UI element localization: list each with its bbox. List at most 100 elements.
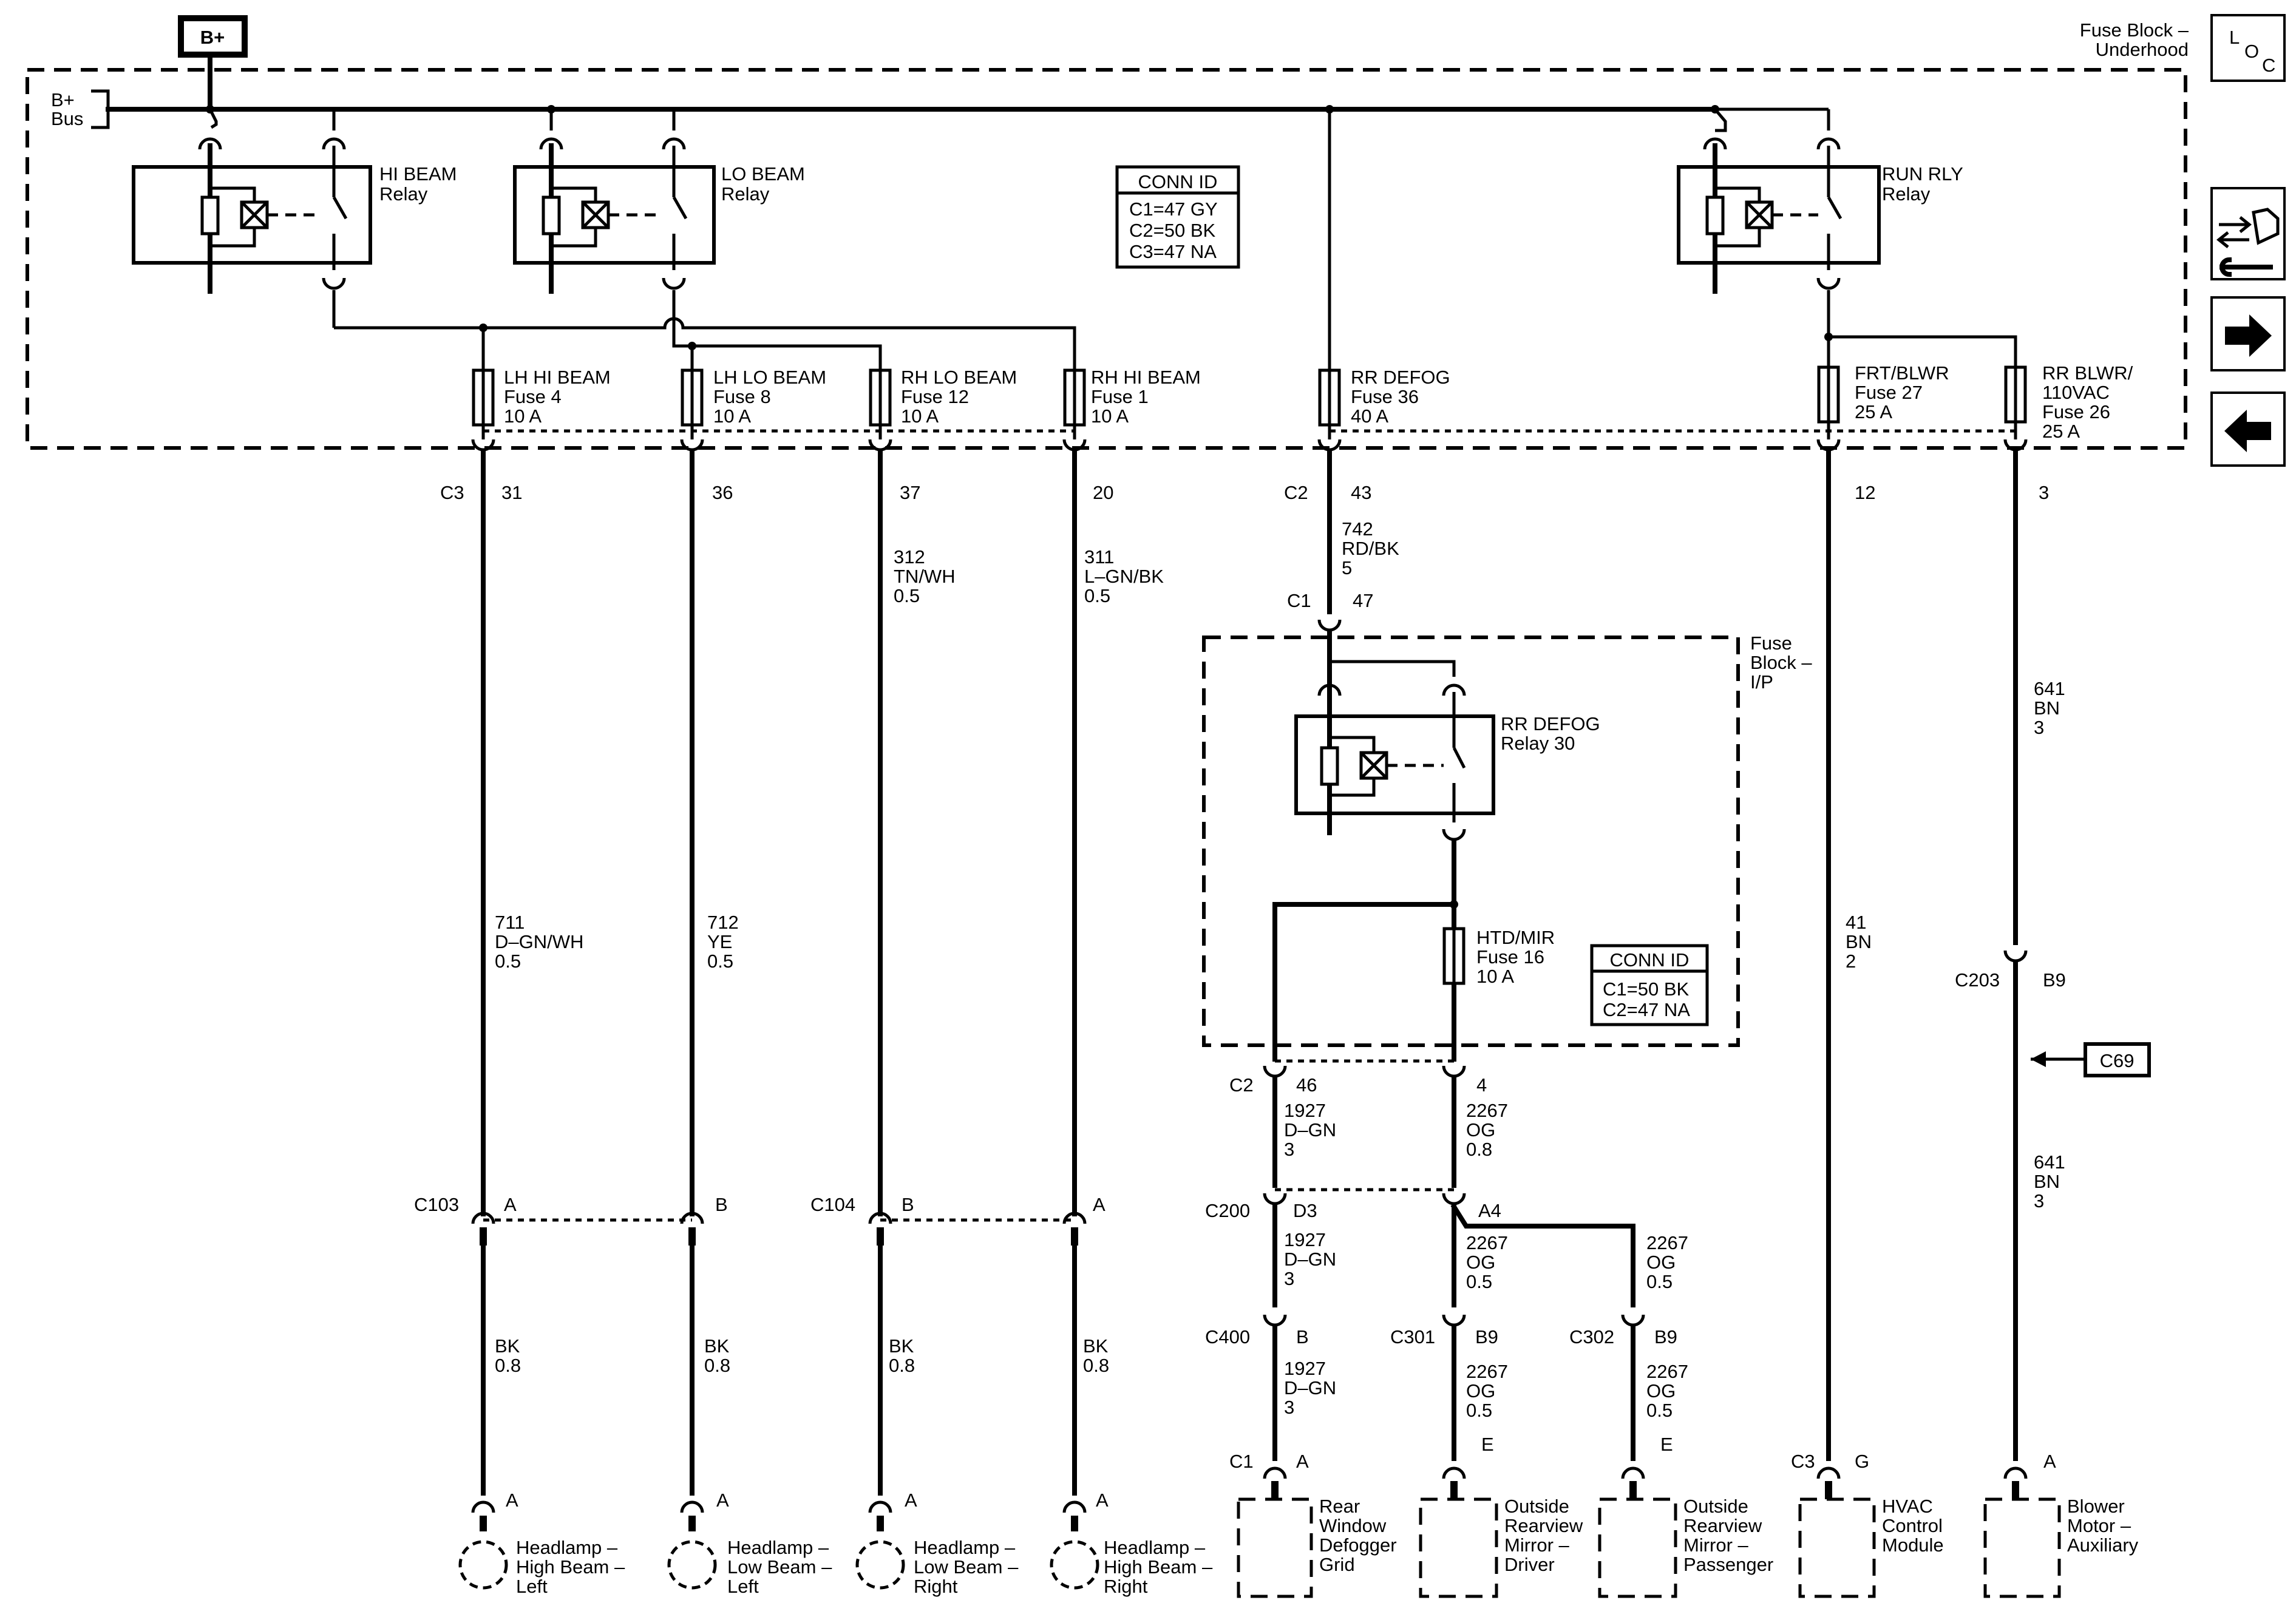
svg-text:C1: C1	[1287, 590, 1311, 611]
rear-window-defogger-grid: C1 A Rear Window Defogger Grid	[1229, 1451, 1397, 1598]
svg-text:Control: Control	[1882, 1515, 1943, 1536]
wire-41: 41 BN 2	[1846, 912, 1872, 972]
svg-text:B: B	[902, 1194, 914, 1215]
svg-text:Headlamp –: Headlamp –	[727, 1537, 829, 1558]
svg-text:641: 641	[2034, 678, 2065, 699]
svg-text:BN: BN	[2034, 1171, 2060, 1192]
svg-text:Module: Module	[1882, 1534, 1944, 1556]
svg-text:A: A	[504, 1194, 517, 1215]
loc-icon[interactable]: L O C	[2210, 14, 2286, 82]
svg-text:OG: OG	[1646, 1380, 1676, 1402]
svg-text:3: 3	[1284, 1139, 1294, 1160]
svg-text:Relay 30: Relay 30	[1501, 733, 1575, 754]
svg-text:CONN ID: CONN ID	[1138, 171, 1218, 192]
svg-text:C3: C3	[1791, 1451, 1815, 1472]
svg-text:1927: 1927	[1284, 1100, 1326, 1121]
outside-mirror-passenger: E Outside Rearview Mirror – Passenger	[1598, 1434, 1773, 1598]
svg-text:311: 311	[1084, 546, 1114, 568]
c2-connector-row: C2 43 12 3	[1284, 422, 2049, 503]
svg-text:4: 4	[1476, 1074, 1487, 1096]
fuse-block-underhood-label: Fuse Block – Underhood	[2080, 19, 2189, 60]
wire-641-upper: 641 BN 3	[2034, 678, 2065, 738]
wire-labels-bk: BK0.8 BK0.8 BK0.8 BK0.8	[495, 1335, 1109, 1376]
svg-text:D–GN/WH: D–GN/WH	[495, 931, 583, 952]
svg-text:B9: B9	[1475, 1326, 1498, 1348]
svg-text:HTD/MIR: HTD/MIR	[1476, 927, 1555, 948]
svg-text:RUN RLY: RUN RLY	[1882, 163, 1963, 185]
svg-text:L: L	[2229, 27, 2240, 48]
svg-text:Auxiliary: Auxiliary	[2067, 1534, 2139, 1556]
next-page-arrow-icon[interactable]	[2210, 296, 2286, 371]
svg-text:C301: C301	[1390, 1326, 1435, 1348]
headlamp-high-beam-left: A Headlamp – High Beam – Left	[458, 1490, 625, 1597]
svg-text:Fuse Block –: Fuse Block –	[2080, 19, 2189, 41]
wire-labels-mid: 1927 D–GN 3 2267 OG 0.8	[1284, 1100, 1508, 1160]
c200-connector: C200 D3 A4	[1205, 1193, 1501, 1221]
svg-text:0.5: 0.5	[894, 585, 920, 606]
svg-text:43: 43	[1351, 482, 1371, 503]
svg-text:41: 41	[1846, 912, 1866, 933]
svg-text:3: 3	[1284, 1397, 1294, 1418]
svg-text:10 A: 10 A	[713, 405, 751, 427]
svg-text:Rearview: Rearview	[1683, 1515, 1762, 1536]
svg-text:0.5: 0.5	[707, 951, 733, 972]
svg-text:Fuse 27: Fuse 27	[1855, 382, 1923, 403]
wire-641-lower: 641 BN 3	[2034, 1151, 2065, 1212]
svg-text:Left: Left	[516, 1576, 548, 1597]
fuse-rr-blwr: RR BLWR/ 110VAC Fuse 26 25 A	[2004, 362, 2133, 442]
svg-text:10 A: 10 A	[504, 405, 542, 427]
headlamp-low-beam-left: A Headlamp – Low Beam – Left	[667, 1490, 832, 1597]
svg-text:B9: B9	[2043, 969, 2066, 991]
svg-text:25 A: 25 A	[1855, 401, 1892, 422]
svg-text:B: B	[1296, 1326, 1309, 1348]
svg-text:E: E	[1660, 1434, 1673, 1455]
wire-labels-bottom-mid: 1927 D–GN 3 2267 OG 0.5 2267 OG 0.5	[1284, 1358, 1688, 1421]
svg-text:BK: BK	[1083, 1335, 1109, 1357]
svg-text:0.5: 0.5	[1466, 1271, 1492, 1292]
svg-text:0.5: 0.5	[1466, 1400, 1492, 1421]
svg-text:D–GN: D–GN	[1284, 1377, 1336, 1398]
svg-text:High Beam –: High Beam –	[1104, 1556, 1213, 1578]
svg-text:TN/WH: TN/WH	[894, 566, 956, 587]
svg-text:A: A	[2043, 1451, 2056, 1472]
svg-text:40 A: 40 A	[1351, 405, 1388, 427]
svg-text:LO BEAM: LO BEAM	[721, 163, 805, 185]
svg-text:RR DEFOG: RR DEFOG	[1351, 367, 1450, 388]
svg-text:Relay: Relay	[379, 183, 428, 205]
svg-text:Outside: Outside	[1683, 1496, 1748, 1517]
svg-text:Right: Right	[1104, 1576, 1148, 1597]
svg-text:3: 3	[2034, 717, 2044, 738]
svg-text:C3=47 NA: C3=47 NA	[1129, 241, 1217, 262]
svg-text:Window: Window	[1319, 1515, 1387, 1536]
svg-text:Relay: Relay	[721, 183, 770, 205]
svg-text:C302: C302	[1569, 1326, 1614, 1348]
fuse-lh-lo-beam: LH LO BEAM Fuse 8 10 A	[681, 367, 826, 427]
headlamp-low-beam-right: A Headlamp – Low Beam – Right	[855, 1490, 1019, 1597]
svg-text:C1: C1	[1229, 1451, 1254, 1472]
svg-text:A: A	[506, 1490, 518, 1511]
svg-text:2: 2	[1846, 951, 1856, 972]
svg-text:Mirror –: Mirror –	[1683, 1534, 1749, 1556]
c103-c104-connectors: C103 A B C104 B A	[414, 1194, 1106, 1246]
connector-view-icon[interactable]	[2210, 187, 2286, 280]
svg-text:C1=50 BK: C1=50 BK	[1603, 978, 1690, 1000]
previous-page-arrow-icon[interactable]	[2210, 392, 2286, 467]
svg-text:12: 12	[1855, 482, 1875, 503]
svg-text:High Beam –: High Beam –	[516, 1556, 625, 1578]
svg-text:Mirror –: Mirror –	[1504, 1534, 1570, 1556]
c400-c301-c302-connectors: C400 B C301 B9 C302 B9	[1205, 1315, 1677, 1348]
svg-text:Motor –: Motor –	[2067, 1515, 2131, 1536]
svg-text:Driver: Driver	[1504, 1554, 1555, 1575]
svg-text:2267: 2267	[1466, 1100, 1508, 1121]
svg-text:Passenger: Passenger	[1683, 1554, 1773, 1575]
svg-text:RH LO BEAM: RH LO BEAM	[901, 367, 1017, 388]
svg-text:C104: C104	[810, 1194, 855, 1215]
svg-text:0.5: 0.5	[1646, 1271, 1673, 1292]
fuse-rh-hi-beam: RH HI BEAM Fuse 1 10 A	[1063, 367, 1201, 427]
svg-text:HI BEAM: HI BEAM	[379, 163, 457, 185]
svg-text:RD/BK: RD/BK	[1342, 538, 1399, 559]
svg-text:47: 47	[1353, 590, 1373, 611]
svg-text:B+: B+	[51, 89, 75, 110]
c69-page-reference[interactable]: C69	[2031, 1042, 2151, 1077]
